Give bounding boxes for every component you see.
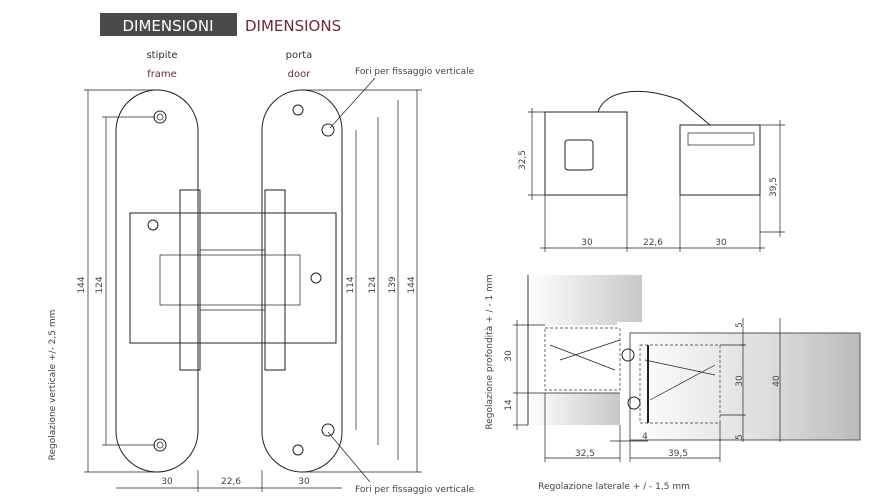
section-dim-32-5: 32,5	[575, 449, 595, 459]
top-dim-30-right: 30	[715, 238, 727, 248]
dim-bottom-22-6: 22,6	[221, 477, 241, 487]
holes-label-top: Fori per fissaggio verticale	[355, 67, 475, 77]
top-dim-30-left: 30	[581, 238, 593, 248]
hinge-top-view	[528, 90, 785, 252]
dim-144-right: 144	[407, 276, 417, 293]
section-dim-30-left: 30	[504, 350, 514, 362]
frame-label-it: stipite	[146, 50, 177, 61]
header-title-it: DIMENSIONI	[122, 17, 213, 35]
dim-39-5: 39,5	[769, 177, 779, 197]
section-dim-5-top: 5	[735, 322, 745, 328]
dim-bottom-30-right: 30	[298, 477, 310, 487]
header-bg	[100, 13, 237, 36]
dim-144-left: 144	[77, 276, 87, 293]
dim-114: 114	[346, 276, 356, 293]
section-dim-39-5: 39,5	[668, 449, 688, 459]
lateral-adjustment-label: Regolazione laterale + / - 1,5 mm	[538, 482, 690, 492]
vertical-adjustment-label: Regolazione verticale +/- 2,5 mm	[48, 310, 58, 461]
dim-124-left: 124	[95, 276, 105, 293]
section-dim-5-bottom: 5	[735, 434, 745, 440]
dim-32-5: 32,5	[518, 150, 528, 170]
header-title-en: DIMENSIONS	[245, 17, 341, 35]
holes-label-bottom: Fori per fissaggio verticale	[355, 485, 475, 495]
top-dim-22-6: 22,6	[643, 238, 663, 248]
door-label-en: door	[288, 69, 312, 80]
door-label-it: porta	[286, 50, 313, 61]
dim-139: 139	[388, 276, 398, 293]
section-dim-30-right: 30	[735, 375, 745, 387]
section-dim-14: 14	[504, 399, 514, 411]
hinge-front-view	[84, 89, 422, 492]
hinge-section-view	[513, 275, 861, 462]
depth-adjustment-label: Regolazione profondità + / - 1 mm	[485, 274, 495, 429]
frame-label-en: frame	[147, 69, 177, 80]
section-dim-40: 40	[772, 375, 782, 387]
section-dim-4: 4	[642, 432, 648, 442]
dim-bottom-30-left: 30	[161, 477, 173, 487]
dim-124-right: 124	[368, 276, 378, 293]
